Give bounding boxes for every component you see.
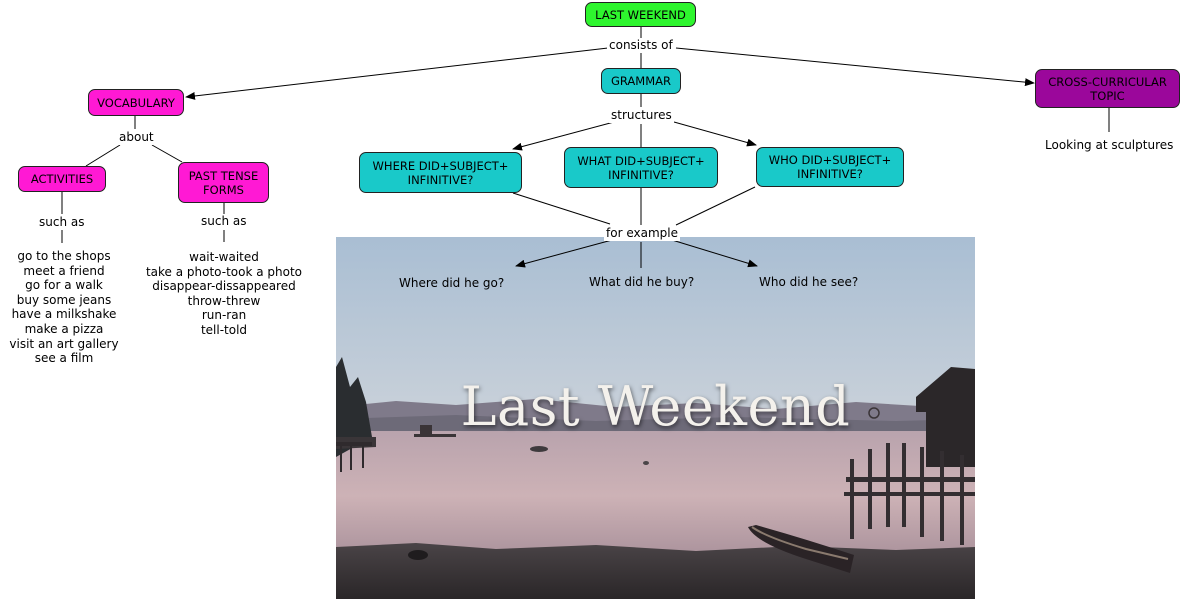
node-activities[interactable]: ACTIVITIES xyxy=(18,166,106,192)
activities-list: go to the shops meet a friend go for a w… xyxy=(2,249,126,366)
list-item: buy some jeans xyxy=(16,292,112,307)
node-vocabulary[interactable]: VOCABULARY xyxy=(88,89,184,116)
node-where-did[interactable]: WHERE DID+SUBJECT+ INFINITIVE? xyxy=(359,152,522,193)
list-item: run-ran xyxy=(201,308,247,323)
link-activities-such-as: such as xyxy=(37,215,87,230)
list-item: take a photo-took a photo xyxy=(145,264,303,279)
node-what-did[interactable]: WHAT DID+SUBJECT+ INFINITIVE? xyxy=(564,147,718,188)
node-grammar-label: GRAMMAR xyxy=(610,74,671,88)
node-past-tense-forms[interactable]: PAST TENSE FORMS xyxy=(178,162,269,203)
list-item: throw-threw xyxy=(187,293,261,308)
list-item: go to the shops xyxy=(17,249,111,263)
past-tense-list: wait-waited take a photo-took a photo di… xyxy=(140,250,308,338)
list-item: visit an art gallery xyxy=(9,336,119,351)
list-item: meet a friend xyxy=(23,263,105,278)
list-item: see a film xyxy=(34,351,94,366)
node-last-weekend[interactable]: LAST WEEKEND xyxy=(585,2,696,27)
list-item: wait-waited xyxy=(189,250,259,264)
example-where: Where did he go? xyxy=(399,276,505,290)
node-vocabulary-label: VOCABULARY xyxy=(97,95,175,110)
example-what: What did he buy? xyxy=(589,275,695,289)
link-consists-of: consists of xyxy=(607,38,675,53)
lake-scene-image xyxy=(336,237,975,599)
node-last-weekend-label: LAST WEEKEND xyxy=(595,7,686,22)
lake-photo: Last Weekend xyxy=(336,237,975,599)
list-item: go for a walk xyxy=(25,278,103,293)
example-who: Who did he see? xyxy=(759,275,859,289)
link-for-example: for example xyxy=(604,226,680,241)
node-where-did-label: WHERE DID+SUBJECT+ INFINITIVE? xyxy=(372,158,509,187)
node-grammar[interactable]: GRAMMAR xyxy=(601,68,681,94)
node-past-tense-label: PAST TENSE FORMS xyxy=(188,168,259,197)
cross-curricular-detail: Looking at sculptures xyxy=(1045,138,1174,152)
list-item: make a pizza xyxy=(24,321,104,336)
list-item: disappear-dissappeared xyxy=(152,279,296,294)
node-what-did-label: WHAT DID+SUBJECT+ INFINITIVE? xyxy=(577,153,705,182)
link-about: about xyxy=(117,130,156,145)
node-who-did[interactable]: WHO DID+SUBJECT+ INFINITIVE? xyxy=(756,147,904,187)
list-item: have a milkshake xyxy=(11,307,117,322)
node-who-did-label: WHO DID+SUBJECT+ INFINITIVE? xyxy=(768,153,892,181)
node-activities-label: ACTIVITIES xyxy=(30,172,94,186)
list-item: tell-told xyxy=(200,322,248,337)
photo-title: Last Weekend xyxy=(460,375,851,438)
link-past-tense-such-as: such as xyxy=(199,214,249,229)
node-cross-curricular-topic[interactable]: CROSS-CURRICULAR TOPIC xyxy=(1035,69,1180,108)
node-cross-curricular-label: CROSS-CURRICULAR TOPIC xyxy=(1048,74,1167,103)
link-structures: structures xyxy=(609,108,674,123)
